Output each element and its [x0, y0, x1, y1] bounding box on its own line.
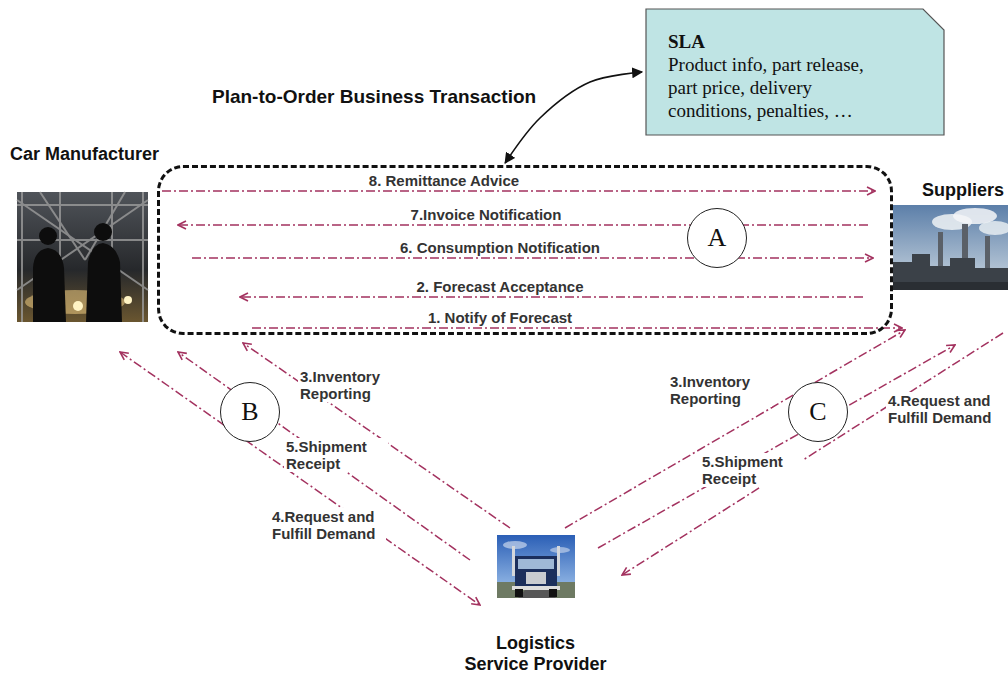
sla-note: SLAProduct info, part release, part pric… — [645, 8, 945, 136]
car-manufacturer-photo-part-part — [33, 248, 66, 322]
logistics-truck-photo-part — [515, 589, 523, 597]
logistics-truck-photo-part — [497, 535, 575, 598]
logistics-truck-photo-part — [526, 572, 546, 584]
actor-name: Logistics Service Provider — [463, 633, 608, 675]
car-manufacturer-photo-part — [124, 296, 132, 304]
supplier-factory-photo-part — [893, 282, 1008, 290]
message-label: 8. Remittance Advice — [367, 172, 521, 189]
logistics-truck-photo-part — [518, 559, 554, 569]
section-letter: A — [708, 225, 727, 251]
message-label: 4.Request and Fulfill Demand — [270, 508, 386, 542]
supplier-factory-photo — [893, 205, 1008, 290]
supplier-factory-photo-part — [893, 254, 1008, 290]
message-label: 5.Shipment Receipt — [284, 438, 388, 472]
message-arrow — [178, 352, 470, 560]
message-label: 2. Forecast Acceptance — [414, 278, 585, 295]
car-manufacturer-photo-part-part — [17, 239, 148, 241]
note-heading: SLA — [668, 30, 925, 53]
message-arrow — [120, 352, 480, 605]
message-label: 6. Consumption Notification — [398, 239, 602, 256]
message-label: 4.Request and Fulfill Demand — [886, 392, 1002, 426]
logistics-truck-photo-part — [512, 546, 515, 576]
car-manufacturer-photo-part-part — [142, 192, 144, 322]
message-arrow — [622, 333, 1003, 575]
supplier-factory-photo-part — [893, 205, 1008, 290]
message-arrow — [252, 327, 902, 329]
message-arrow — [565, 330, 905, 528]
car-manufacturer-photo — [17, 192, 148, 322]
message-label: 5.Shipment Receipt — [700, 453, 804, 487]
photo-frame — [893, 205, 1008, 290]
supplier-factory-photo-part — [979, 221, 1008, 235]
message-arrow — [240, 296, 863, 298]
section-letter: C — [809, 399, 826, 425]
message-arrow — [598, 345, 955, 548]
car-manufacturer-photo-part — [73, 301, 83, 311]
message-arrow — [243, 343, 510, 528]
car-manufacturer-photo-part — [17, 192, 148, 322]
region-title: Plan-to-Order Business Transaction — [212, 86, 536, 108]
message-label: 3.Inventory Reporting — [298, 368, 402, 402]
message-label: 3.Inventory Reporting — [668, 373, 772, 407]
section-circle: A — [687, 208, 747, 268]
photo-frame — [497, 535, 575, 598]
note-shape — [646, 9, 944, 135]
logistics-truck-photo-part — [557, 546, 560, 576]
car-manufacturer-photo-part-part — [94, 223, 112, 241]
car-manufacturer-photo-part-part — [21, 192, 23, 322]
section-circle: C — [788, 382, 848, 442]
message-label: 7.Invoice Notification — [409, 206, 564, 223]
photo-frame — [17, 192, 148, 322]
sla-link-arrow — [505, 72, 642, 163]
logistics-truck-photo-part — [549, 589, 557, 597]
logistics-truck-photo-part — [515, 556, 557, 586]
actor-name: Suppliers — [922, 180, 1008, 201]
connector-group — [120, 72, 1003, 605]
section-letter: B — [241, 399, 258, 425]
message-arrow — [178, 224, 868, 226]
section-circle: B — [220, 382, 280, 442]
actor-name: Car Manufacturer — [10, 144, 185, 165]
actor-box: Car Manufacturer — [10, 144, 185, 322]
actor-box: Logistics Service Provider — [463, 535, 608, 675]
note-body: Product info, part release, part price, … — [668, 53, 883, 122]
car-manufacturer-photo-part — [33, 223, 122, 322]
car-manufacturer-photo-part — [17, 192, 148, 322]
car-manufacturer-photo-part-part — [17, 204, 148, 206]
car-manufacturer-photo-part-part — [86, 243, 122, 322]
message-arrow — [162, 190, 875, 192]
car-manufacturer-photo-part-part — [39, 227, 57, 245]
message-label: 1. Notify of Forecast — [426, 309, 574, 326]
actor-box: Suppliers — [893, 180, 1008, 290]
logistics-truck-photo — [497, 535, 575, 598]
message-arrow — [192, 257, 873, 259]
